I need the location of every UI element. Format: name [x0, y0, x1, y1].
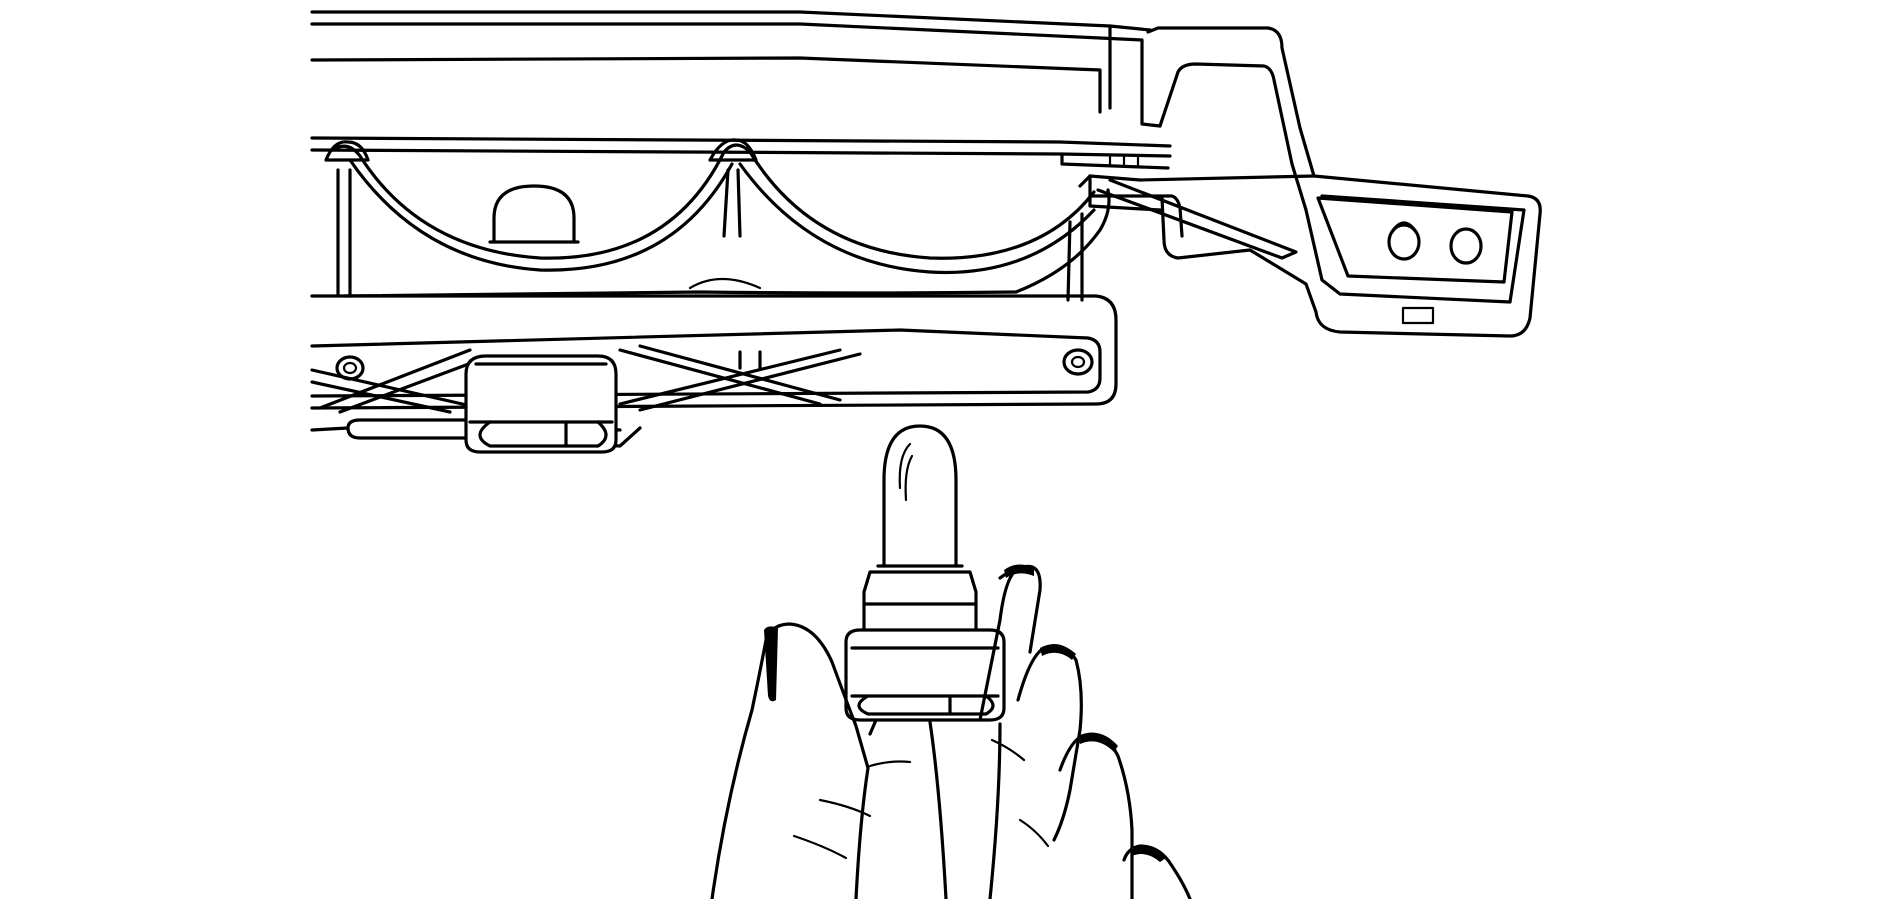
- lamp-housing: [310, 10, 1172, 170]
- lamp-socket-removed: [844, 570, 1006, 722]
- lens-frame: [310, 294, 1118, 448]
- connector-bracket: [1078, 26, 1542, 338]
- hand: [710, 564, 1192, 899]
- lamp-bulb: [876, 424, 964, 568]
- lamp-socket-installed: [464, 354, 618, 454]
- lamp-reflector: [324, 138, 1111, 302]
